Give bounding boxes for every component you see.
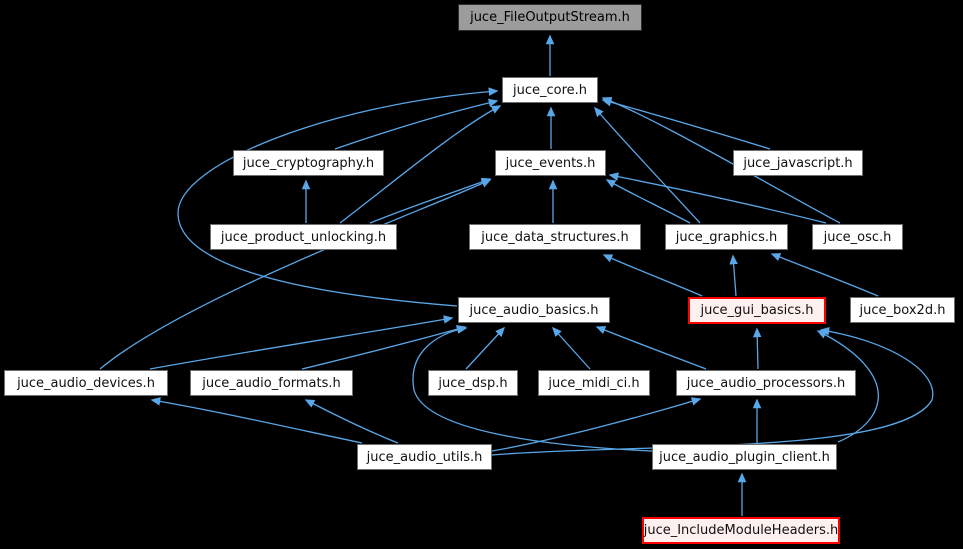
edge-juce_product_unlocking-includes-juce_core: [339, 105, 502, 224]
node-juce_audio_formats[interactable]: juce_audio_formats.h: [190, 370, 353, 396]
node-label: juce_cryptography.h: [242, 155, 375, 171]
edge-juce_audio_plugin_client-includes-juce_audio_basics: [412, 325, 653, 452]
node-juce_audio_devices[interactable]: juce_audio_devices.h: [4, 370, 168, 396]
node-juce_dsp[interactable]: juce_dsp.h: [428, 370, 518, 396]
node-juce_cryptography[interactable]: juce_cryptography.h: [233, 150, 384, 176]
node-label: juce_events.h: [505, 155, 596, 171]
node-juce_FileOutputStream[interactable]: juce_FileOutputStream.h: [458, 4, 642, 31]
edge-juce_midi_ci-includes-juce_audio_basics: [552, 326, 591, 370]
edge-juce_graphics-includes-juce_events: [605, 179, 691, 224]
edge-juce_audio_devices-includes-juce_events: [99, 179, 492, 370]
edge-juce_cryptography-includes-juce_core: [334, 98, 499, 150]
edge-juce_audio_formats-includes-juce_audio_basics: [301, 325, 467, 370]
node-juce_core[interactable]: juce_core.h: [502, 77, 598, 103]
node-label: juce_FileOutputStream.h: [470, 10, 630, 25]
node-juce_audio_basics[interactable]: juce_audio_basics.h: [458, 297, 610, 323]
node-juce_box2d[interactable]: juce_box2d.h: [850, 297, 955, 323]
node-juce_javascript[interactable]: juce_javascript.h: [733, 150, 863, 176]
node-juce_midi_ci[interactable]: juce_midi_ci.h: [538, 370, 650, 396]
node-juce_gui_basics[interactable]: juce_gui_basics.h: [688, 297, 826, 324]
edge-juce_audio_processors-includes-juce_audio_basics: [595, 326, 707, 370]
node-label: juce_box2d.h: [859, 302, 946, 318]
edge-juce_gui_basics-includes-juce_graphics: [729, 254, 738, 297]
node-juce_IncludeModuleHeaders[interactable]: juce_IncludeModuleHeaders.h: [642, 517, 840, 544]
node-label: juce_osc.h: [823, 229, 892, 245]
node-label: juce_javascript.h: [743, 155, 853, 171]
node-juce_data_structures[interactable]: juce_data_structures.h: [469, 224, 641, 250]
node-label: juce_midi_ci.h: [548, 375, 640, 391]
edge-juce_audio_utils-includes-juce_audio_devices: [150, 397, 363, 444]
edge-juce_graphics-includes-juce_core: [594, 106, 701, 224]
node-label: juce_audio_plugin_client.h: [659, 449, 830, 465]
edge-juce_audio_basics-includes-juce_core: [177, 87, 499, 307]
node-juce_audio_plugin_client[interactable]: juce_audio_plugin_client.h: [652, 444, 837, 470]
edge-juce_osc-includes-juce_events: [608, 172, 827, 224]
node-juce_product_unlocking[interactable]: juce_product_unlocking.h: [210, 224, 397, 250]
node-juce_audio_processors[interactable]: juce_audio_processors.h: [676, 370, 856, 396]
edge-juce_javascript-includes-juce_core: [601, 98, 771, 150]
node-label: juce_audio_processors.h: [686, 375, 846, 391]
edge-juce_audio_utils-includes-juce_audio_processors: [491, 397, 702, 452]
edge-juce_box2d-includes-juce_graphics: [770, 253, 879, 297]
node-label: juce_gui_basics.h: [700, 303, 814, 318]
node-juce_audio_utils[interactable]: juce_audio_utils.h: [357, 444, 492, 470]
edge-juce_audio_processors-includes-juce_gui_basics: [752, 327, 762, 370]
edge-juce_audio_utils-includes-juce_audio_formats: [304, 399, 399, 444]
edge-juce_audio_devices-includes-juce_audio_basics: [149, 315, 454, 370]
edge-juce_gui_basics-includes-juce_data_structures: [602, 254, 703, 297]
node-label: juce_audio_formats.h: [202, 375, 341, 391]
node-label: juce_IncludeModuleHeaders.h: [643, 523, 839, 538]
node-label: juce_audio_basics.h: [469, 302, 599, 318]
edge-juce_audio_plugin_client-includes-juce_gui_basics: [816, 330, 879, 443]
edge-juce_dsp-includes-juce_audio_basics: [465, 326, 505, 370]
node-label: juce_data_structures.h: [481, 229, 629, 245]
node-juce_osc[interactable]: juce_osc.h: [812, 224, 903, 250]
node-label: juce_dsp.h: [438, 375, 508, 391]
node-label: juce_product_unlocking.h: [220, 229, 387, 245]
edge-group: [99, 34, 934, 516]
node-label: juce_core.h: [512, 82, 588, 98]
node-label: juce_audio_utils.h: [366, 449, 483, 465]
node-label: juce_audio_devices.h: [17, 375, 155, 391]
node-juce_graphics[interactable]: juce_graphics.h: [665, 224, 788, 250]
edge-juce_osc-includes-juce_core: [601, 96, 841, 224]
node-juce_events[interactable]: juce_events.h: [495, 150, 606, 176]
edge-juce_product_unlocking-includes-juce_events: [369, 177, 492, 224]
node-label: juce_graphics.h: [675, 229, 778, 245]
